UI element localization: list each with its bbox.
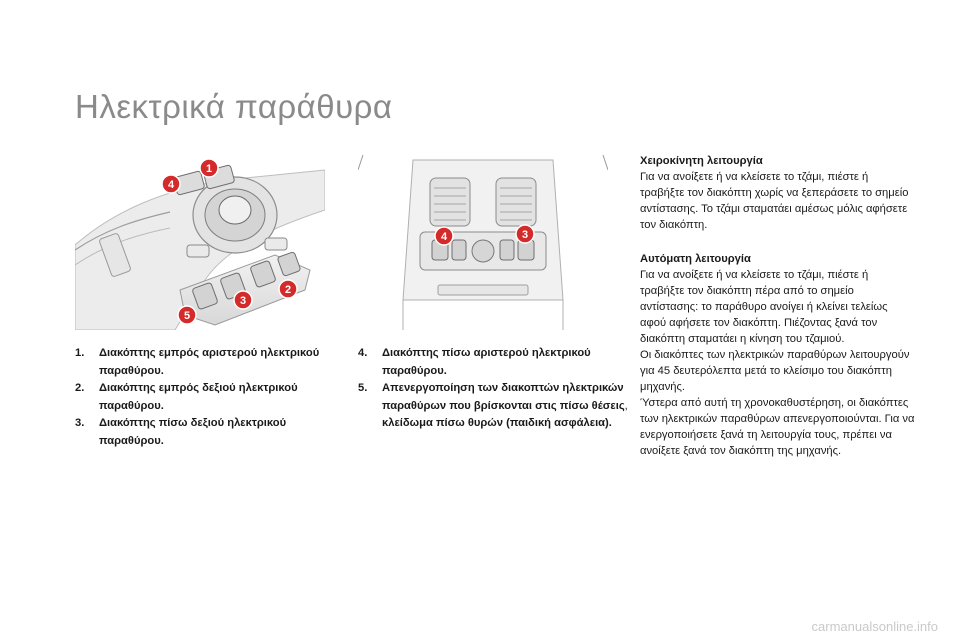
- manual-heading: Χειροκίνητη λειτουργία: [640, 155, 763, 167]
- callout-2: 2: [278, 279, 298, 299]
- item-text: Διακόπτης πίσω δεξιού ηλεκτρικού παραθύρ…: [99, 417, 287, 447]
- list-item: 2. Διακόπτης εμπρός δεξιού ηλεκτρικού πα…: [75, 380, 340, 415]
- item-number: 5.: [358, 382, 368, 394]
- callout-rear-3: 3: [515, 224, 535, 244]
- svg-text:1: 1: [206, 163, 212, 175]
- auto-heading: Αυτόματη λειτουργία: [640, 253, 751, 265]
- item-number: 4.: [358, 347, 368, 359]
- callout-rear-4: 4: [434, 226, 454, 246]
- svg-text:4: 4: [168, 179, 175, 191]
- operation-description: Χειροκίνητη λειτουργία Για να ανοίξετε ή…: [640, 153, 915, 459]
- item-text: Διακόπτης πίσω αριστερού ηλεκτρικού παρα…: [382, 347, 591, 377]
- list-item: 5. Απενεργοποίηση των διακοπτών ηλεκτρικ…: [358, 380, 628, 433]
- manual-body: Για να ανοίξετε ή να κλείσετε το τζάμι, …: [640, 171, 909, 231]
- item-text-comma: ,: [624, 399, 628, 412]
- rear-console-illustration: 4 3: [358, 150, 608, 330]
- svg-text:4: 4: [441, 231, 448, 243]
- switch-list-left: 1. Διακόπτης εμπρός αριστερού ηλεκτρικού…: [75, 345, 340, 450]
- item-number: 1.: [75, 347, 85, 359]
- svg-text:3: 3: [522, 229, 528, 241]
- item-number: 2.: [75, 382, 85, 394]
- item-text: Απενεργοποίηση των διακοπτών ηλεκτρικών …: [382, 380, 628, 433]
- auto-body-1: Για να ανοίξετε ή να κλείσετε το τζάμι, …: [640, 269, 888, 345]
- callout-3: 3: [233, 290, 253, 310]
- callout-4: 4: [161, 174, 181, 194]
- watermark: carmanualsonline.info: [811, 619, 938, 634]
- svg-text:5: 5: [184, 310, 190, 322]
- item-text: Διακόπτης εμπρός δεξιού ηλεκτρικού παραθ…: [99, 382, 298, 412]
- svg-text:2: 2: [285, 284, 291, 296]
- list-item: 3. Διακόπτης πίσω δεξιού ηλεκτρικού παρα…: [75, 415, 340, 450]
- item-text-part-c: κλείδωμα πίσω θυρών (παιδική ασφάλεια).: [382, 417, 612, 429]
- callout-1: 1: [199, 158, 219, 178]
- auto-body-3: Ύστερα από αυτή τη χρονοκαθυστέρηση, οι …: [640, 397, 915, 457]
- item-number: 3.: [75, 417, 85, 429]
- svg-text:3: 3: [240, 295, 246, 307]
- page-title: Ηλεκτρικά παράθυρα: [75, 88, 393, 125]
- switch-list-right: 4. Διακόπτης πίσω αριστερού ηλεκτρικού π…: [358, 345, 628, 433]
- item-text: Διακόπτης εμπρός αριστερού ηλεκτρικού πα…: [99, 347, 320, 377]
- item-text-part-a: Απενεργοποίηση των διακοπτών ηλεκτρικών …: [382, 382, 625, 412]
- callout-5: 5: [177, 305, 197, 325]
- list-item: 4. Διακόπτης πίσω αριστερού ηλεκτρικού π…: [358, 345, 628, 380]
- front-switch-panel-illustration: 1 4 2 3 5: [75, 150, 325, 330]
- auto-body-2: Οι διακόπτες των ηλεκτρικών παραθύρων λε…: [640, 349, 910, 393]
- list-item: 1. Διακόπτης εμπρός αριστερού ηλεκτρικού…: [75, 345, 340, 380]
